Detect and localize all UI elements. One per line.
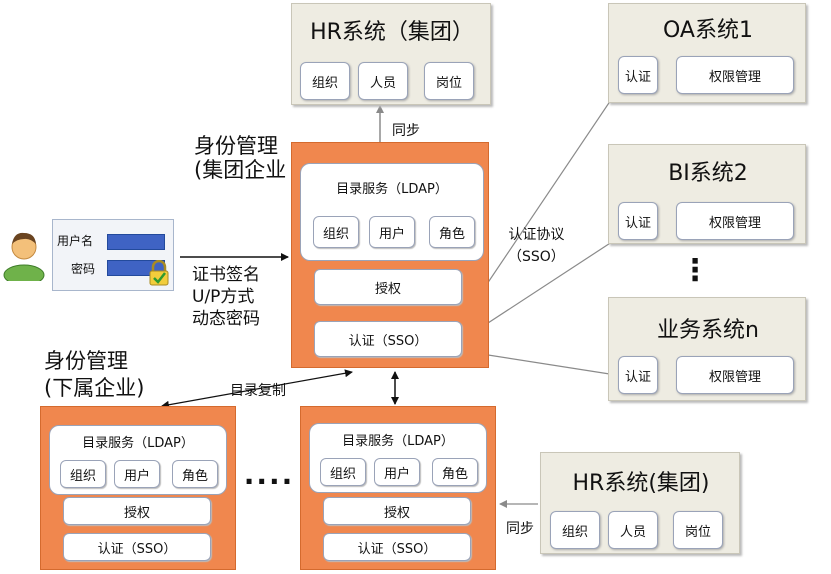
center-heading-line2: (集团企业 [194,158,287,182]
more-subsidiaries-dots: ···· [243,464,295,498]
user-icon [3,232,45,281]
sub-identity-box-1: 目录服务（LDAP） 组织 用户 角色 授权 认证（SSO） [40,406,236,570]
auth-protocol-line1: 认证协议 [508,227,565,243]
directory-copy-label: 目录复制 [230,383,286,399]
password-label: 密码 [71,262,96,276]
oa-auth: 认证 [618,56,658,94]
center-ldap-user: 用户 [369,216,415,248]
hr-item-post: 岗位 [424,62,474,100]
sync-bottom-label: 同步 [506,521,534,537]
sub2-auth-grant: 授权 [323,497,471,525]
sub-identity-box-2: 目录服务（LDAP） 组织 用户 角色 授权 认证（SSO） [300,406,496,570]
hr-system-top: HR系统（集团） 组织 人员 岗位 [291,3,491,105]
center-heading-line1: 身份管理 [194,134,278,158]
center-ldap-title: 目录服务（LDAP） [336,182,448,197]
sub2-ldap-org: 组织 [320,458,366,486]
login-method-cert: 证书签名 [192,265,260,285]
bi-system: BI系统2 认证 权限管理 [608,144,806,244]
sub2-ldap-title: 目录服务（LDAP） [342,434,454,449]
center-ldap-role: 角色 [429,216,475,248]
hr-system-top-title: HR系统（集团） [310,20,474,45]
sub1-ldap: 目录服务（LDAP） 组织 用户 角色 [49,425,227,495]
sub-heading-line1: 身份管理 [44,349,128,373]
directory-copy-arrow [161,369,353,409]
sub2-ldap-role: 角色 [432,458,478,486]
auth-protocol-line2: （SSO） [508,249,565,265]
more-systems-vertical-dots: ⋮ [680,252,712,288]
biz-system-title: 业务系统n [657,318,759,343]
login-methods: 证书签名 U/P方式 动态密码 [192,264,260,330]
hr-bottom-item-org: 组织 [550,511,600,549]
auth-protocol-label: 认证协议 （SSO） [508,224,565,268]
hr-system-bottom-title: HR系统(集团) [572,471,710,496]
sub-heading-line2: (下属企业) [44,376,145,400]
oa-system-title: OA系统1 [663,18,753,43]
sub-heading: 身份管理 (下属企业) [44,348,144,402]
center-identity-box: 目录服务（LDAP） 组织 用户 角色 授权 认证（SSO） [291,142,489,368]
biz-permission: 权限管理 [676,356,794,394]
sub2-sso: 认证（SSO） [323,533,471,561]
hr-system-bottom: HR系统(集团) 组织 人员 岗位 [540,452,740,554]
lock-icon [149,260,169,286]
hr-item-org: 组织 [300,62,350,100]
center-ldap: 目录服务（LDAP） 组织 用户 角色 [300,163,484,261]
sub1-auth-grant: 授权 [63,497,211,525]
bi-permission: 权限管理 [676,202,794,240]
login-method-up: U/P方式 [192,287,255,307]
hr-item-staff: 人员 [358,62,408,100]
username-label: 用户名 [57,234,94,248]
sync-top-label: 同步 [392,123,420,139]
sub1-sso: 认证（SSO） [63,533,211,561]
sub1-ldap-user: 用户 [114,460,160,488]
sub1-ldap-org: 组织 [60,460,106,488]
bi-auth: 认证 [618,202,658,240]
center-sso: 认证（SSO） [314,321,462,357]
hr-bottom-item-staff: 人员 [608,511,658,549]
hr-bottom-item-post: 岗位 [673,511,723,549]
biz-auth: 认证 [618,356,658,394]
login-method-otp: 动态密码 [192,309,260,329]
oa-permission: 权限管理 [676,56,794,94]
sub1-ldap-role: 角色 [172,460,218,488]
center-auth-grant: 授权 [314,269,462,305]
sub2-ldap-user: 用户 [374,458,420,486]
sub2-ldap: 目录服务（LDAP） 组织 用户 角色 [309,423,487,493]
oa-system: OA系统1 认证 权限管理 [608,3,806,103]
center-ldap-org: 组织 [313,216,359,248]
center-heading: 身份管理 (集团企业 [194,134,286,182]
login-form: 用户名 密码 [52,219,174,291]
biz-system: 业务系统n 认证 权限管理 [608,297,806,401]
username-field[interactable] [107,234,165,250]
bi-system-title: BI系统2 [668,161,748,186]
sub1-ldap-title: 目录服务（LDAP） [82,436,194,451]
